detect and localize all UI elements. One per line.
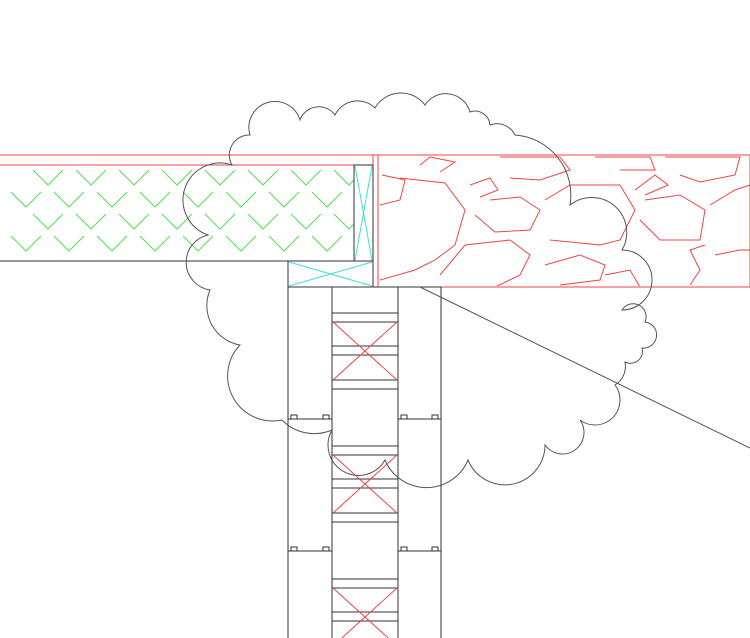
chevron-mark	[161, 169, 193, 186]
stone-outline	[439, 239, 531, 286]
brace-line	[332, 321, 398, 381]
stone-hatch	[379, 156, 750, 286]
clip-bracket	[400, 414, 408, 420]
chevron-mark	[10, 235, 42, 252]
bracing-plank	[331, 312, 399, 323]
stone-outline	[379, 174, 406, 206]
stone-outline	[379, 177, 466, 281]
stone-outline	[709, 184, 750, 206]
framing	[0, 164, 750, 638]
chevron-mark	[161, 213, 193, 230]
bracing-plank	[331, 345, 399, 356]
chevron-mark	[96, 235, 128, 252]
stone-outline	[714, 249, 750, 256]
stone-outline	[639, 194, 706, 241]
chevron-mark	[311, 235, 343, 252]
clip-bracket	[322, 414, 330, 420]
blocking-crosses	[288, 165, 373, 287]
chevron-mark	[268, 191, 300, 208]
chevron-mark	[182, 235, 214, 252]
chevron-mark	[139, 191, 171, 208]
leader-line	[419, 286, 750, 449]
clip-bracket	[431, 414, 439, 420]
clip-bracket	[290, 414, 298, 420]
chevron-mark	[247, 213, 279, 230]
chevron-mark	[247, 169, 279, 186]
brace-line	[341, 587, 398, 638]
revision-cloud	[182, 92, 658, 489]
insulation-hatch	[10, 169, 354, 252]
cross-line	[354, 165, 373, 261]
chevron-mark	[32, 169, 64, 186]
chevron-mark	[53, 235, 85, 252]
chevron-mark	[225, 235, 257, 252]
chevron-mark	[182, 191, 214, 208]
chevron-mark	[311, 191, 343, 208]
bracing-plank	[331, 478, 399, 489]
bracing-plank	[331, 578, 399, 589]
chevron-mark	[204, 169, 236, 186]
chevron-mark	[204, 213, 236, 230]
chevron-mark	[96, 191, 128, 208]
wall-outline-red	[0, 154, 750, 288]
stone-outline	[474, 196, 541, 233]
chevron-mark	[333, 169, 354, 186]
chevron-mark	[290, 213, 322, 230]
bracing-plank	[331, 379, 399, 390]
bracing-plank	[331, 512, 399, 523]
stone-panel	[377, 154, 750, 288]
clip-bracket	[400, 546, 408, 552]
stone-outline	[634, 174, 669, 196]
chevron-mark	[118, 213, 150, 230]
chevron-mark	[268, 235, 300, 252]
chevron-mark	[53, 191, 85, 208]
stone-outline	[595, 156, 656, 171]
column-bracing	[288, 312, 441, 638]
bracing-plank	[331, 611, 399, 622]
chevron-mark	[333, 213, 354, 230]
chevron-mark	[225, 191, 257, 208]
cross-line	[288, 261, 373, 287]
stone-outline	[544, 184, 636, 246]
chevron-mark	[75, 169, 107, 186]
stone-outline	[665, 156, 741, 183]
clip-bracket	[322, 546, 330, 552]
brace-line	[332, 587, 389, 638]
bracing-plank	[331, 445, 399, 456]
chevron-mark	[139, 235, 171, 252]
stone-outline	[500, 156, 571, 181]
chevron-mark	[32, 213, 64, 230]
chevron-mark	[290, 169, 322, 186]
chevron-mark	[10, 191, 42, 208]
chevron-mark	[75, 213, 107, 230]
stone-outline	[419, 156, 457, 173]
chevron-mark	[118, 169, 150, 186]
stone-outline	[469, 177, 499, 198]
stone-outline	[604, 269, 640, 286]
clip-bracket	[431, 546, 439, 552]
stone-outline	[544, 254, 606, 286]
clip-bracket	[290, 546, 298, 552]
stone-outline	[689, 244, 706, 286]
brace-line	[332, 454, 398, 514]
